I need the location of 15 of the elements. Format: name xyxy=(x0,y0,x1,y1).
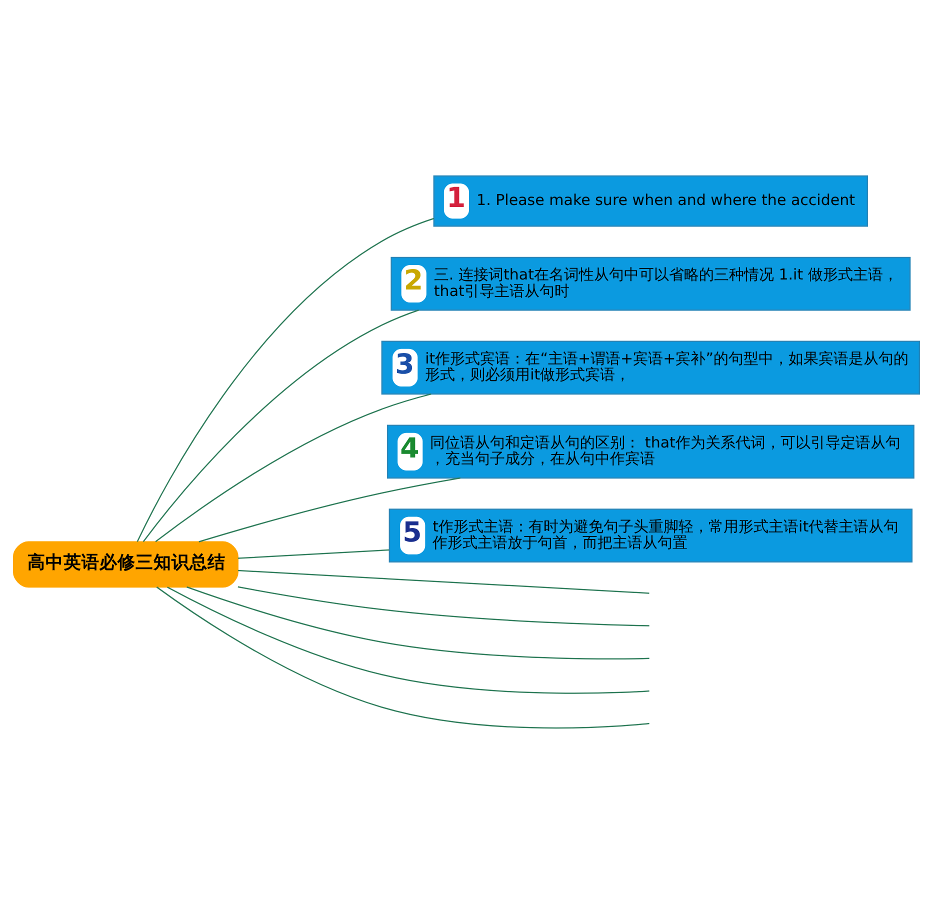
node-box: 5 t作形式主语：有时为避免句子头重脚轻，常用形式主语it代替主语从句作形式主语放于句首，而把主语从句置 xyxy=(388,508,913,563)
node-box: 4 同位语从句和定语从句的区别： that作为关系代词，可以引导定语从句，充当句子成分，在从句中作宾语 xyxy=(386,424,914,479)
connector xyxy=(238,570,650,594)
connector xyxy=(136,218,434,542)
connector xyxy=(198,477,460,542)
connector xyxy=(238,586,650,626)
connector xyxy=(186,586,650,660)
connector xyxy=(167,586,650,694)
node-box: 2 三. 连接词that在名词性从句中可以省略的三种情况 1.it 做形式主语，that引导主语从句时 xyxy=(390,256,911,311)
node-box: 3 it作形式宾语：在“主语+谓语+宾语+宾补”的句型中，如果宾语是从句的形式，则必须用it做形式宾语， xyxy=(381,340,920,395)
node-box: 高中英语必修三知识总结 xyxy=(12,541,238,588)
node-box: 1 1. Please make sure when and where the accident xyxy=(433,175,868,227)
connector xyxy=(155,393,432,542)
connector xyxy=(156,586,650,729)
connector xyxy=(238,549,390,559)
